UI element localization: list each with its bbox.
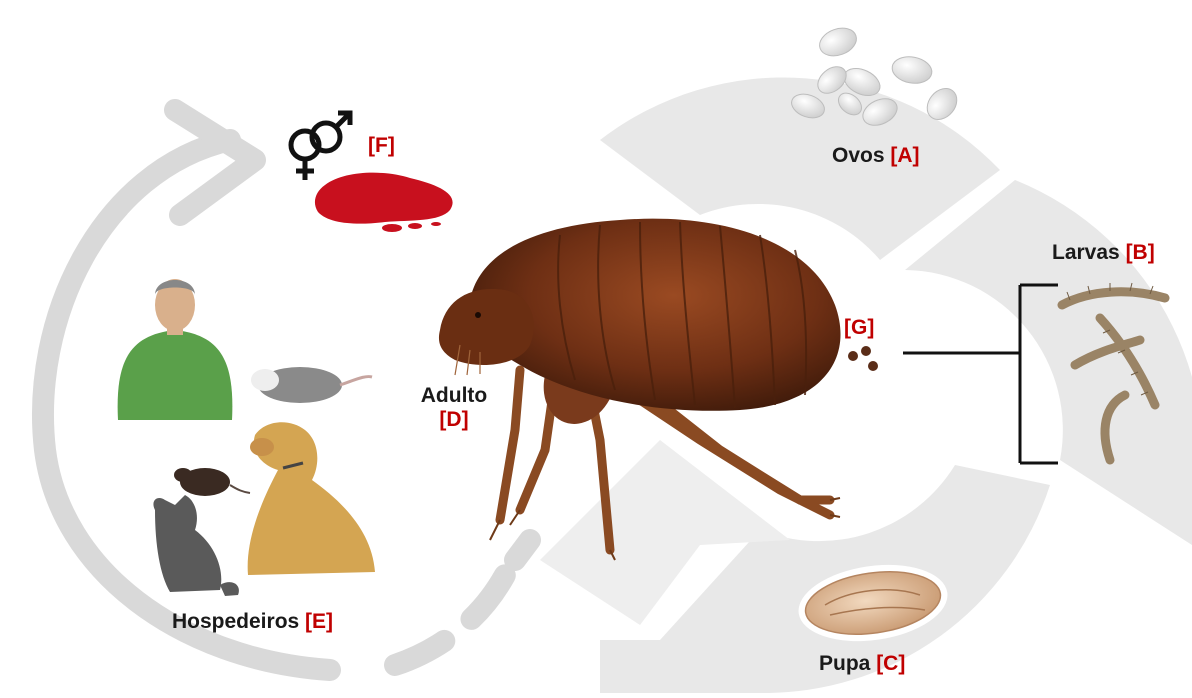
eggs-code: [A] [890, 144, 919, 167]
larvae-label: Larvas [B] [1052, 241, 1155, 265]
blood-pool-icon [315, 173, 453, 232]
mating-code: [F] [368, 134, 395, 158]
male-female-icon [291, 113, 350, 180]
eggs-label-text: Ovos [832, 144, 885, 167]
larvae-code: [B] [1126, 241, 1155, 264]
pupa-code: [C] [876, 652, 905, 675]
pupa-label-text: Pupa [819, 652, 870, 675]
dog-icon [248, 422, 375, 575]
adult-code: [D] [409, 408, 499, 432]
rat-icon [174, 468, 250, 496]
pupa-label: Pupa [C] [819, 652, 905, 676]
eggs-label: Ovos [A] [832, 144, 920, 168]
eggs-icon [788, 23, 963, 130]
hosts-code: [E] [305, 610, 333, 633]
feces-code: [G] [844, 316, 874, 340]
hosts-label-text: Hospedeiros [172, 610, 299, 633]
feces-icon [848, 346, 878, 371]
cat-icon [153, 495, 238, 596]
adult-label: Adulto [D] [409, 384, 499, 432]
opossum-icon [251, 367, 372, 403]
adult-label-text: Adulto [409, 384, 499, 408]
larvae-label-text: Larvas [1052, 241, 1120, 264]
human-icon [118, 279, 233, 420]
hosts-label: Hospedeiros [E] [172, 610, 333, 634]
